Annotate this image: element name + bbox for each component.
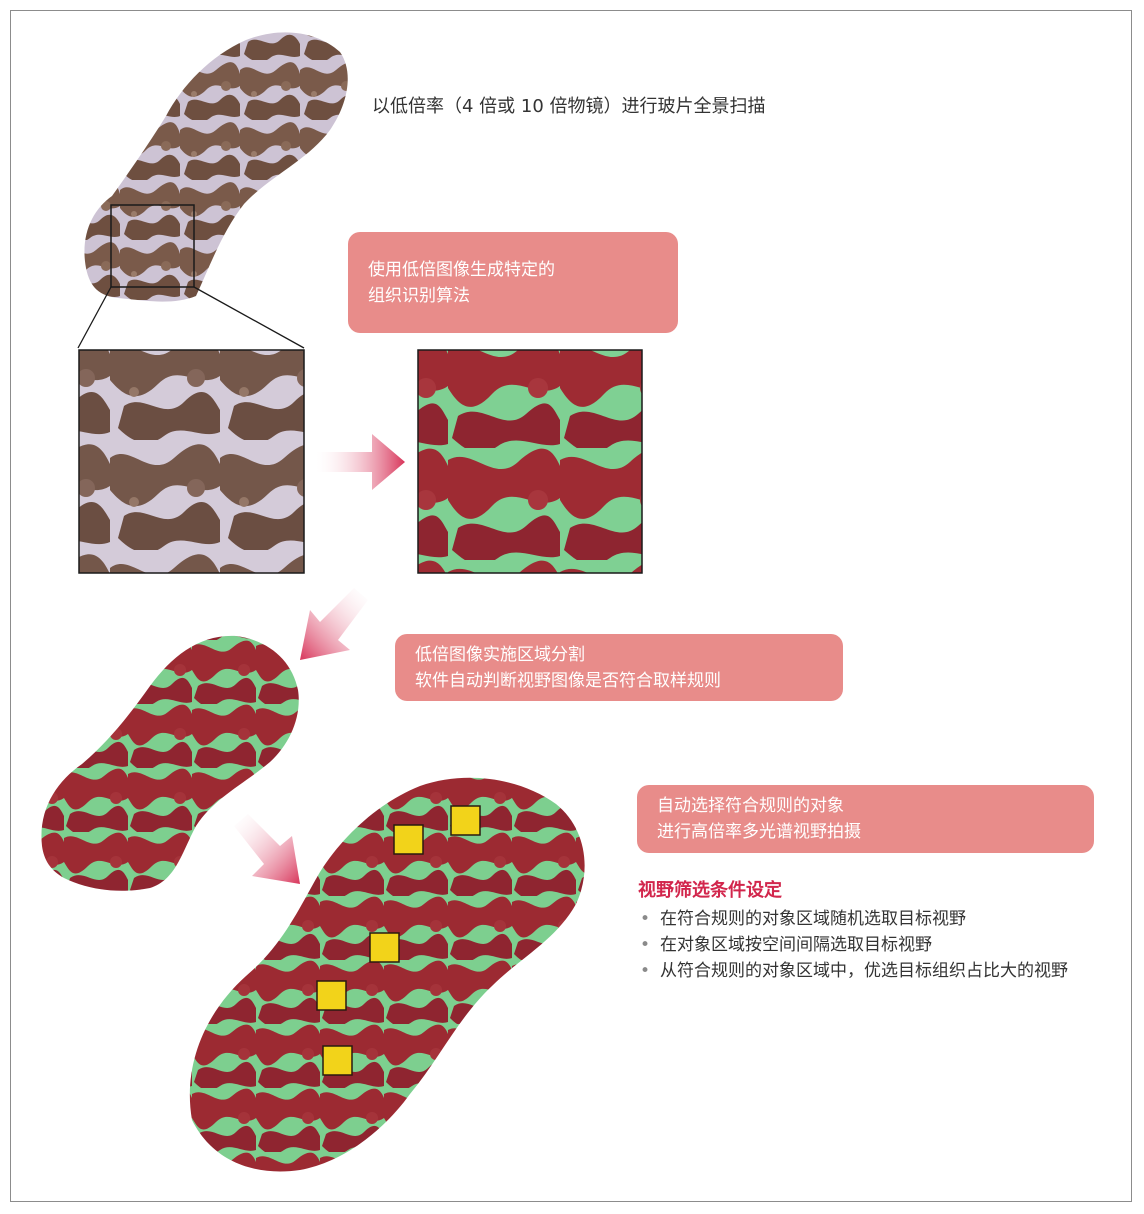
- selected-field-5: [322, 1045, 353, 1076]
- segmentation-pill: 低倍图像实施区域分割 软件自动判断视野图像是否符合取样规则: [395, 634, 843, 701]
- segmented-slide-small: [41, 635, 299, 891]
- capture-line-1: 自动选择符合规则的对象: [657, 796, 844, 816]
- algorithm-pill: 使用低倍图像生成特定的 组织识别算法: [348, 232, 678, 333]
- algorithm-line-1: 使用低倍图像生成特定的: [368, 259, 555, 280]
- criteria-item: 从符合规则的对象区域中，优选目标组织占比大的视野: [638, 958, 1108, 984]
- arrow-down-right-icon: [234, 814, 300, 884]
- selected-fields: [316, 805, 481, 1076]
- whole-slide-thumbnail: [84, 32, 348, 302]
- zoomed-ihc-image: [78, 349, 305, 574]
- scan-caption: 以低倍率（4 倍或 10 倍物镜）进行玻片全景扫描: [372, 96, 766, 117]
- segmentation-line-2: 软件自动判断视野图像是否符合取样规则: [415, 670, 721, 691]
- selected-field-3: [369, 932, 400, 963]
- selected-field-1: [393, 824, 424, 855]
- criteria-item: 在符合规则的对象区域随机选取目标视野: [638, 906, 1108, 932]
- criteria-list: 在符合规则的对象区域随机选取目标视野 在对象区域按空间间隔选取目标视野 从符合规…: [638, 906, 1108, 984]
- algorithm-line-2: 组织识别算法: [368, 285, 470, 306]
- arrow-right-icon: [316, 434, 405, 490]
- segmentation-line-1: 低倍图像实施区域分割: [415, 644, 585, 665]
- segmented-field-image: [417, 349, 643, 574]
- segmented-slide-large: [189, 777, 585, 1172]
- zoom-box-icon: [110, 204, 195, 288]
- criteria-title: 视野筛选条件设定: [638, 880, 782, 901]
- selected-field-4: [316, 980, 347, 1011]
- selected-field-2: [450, 805, 481, 836]
- capture-pill: 自动选择符合规则的对象 进行高倍率多光谱视野拍摄: [637, 785, 1094, 853]
- capture-line-2: 进行高倍率多光谱视野拍摄: [657, 822, 861, 842]
- criteria-item: 在对象区域按空间间隔选取目标视野: [638, 932, 1108, 958]
- arrow-down-left-icon: [300, 588, 368, 660]
